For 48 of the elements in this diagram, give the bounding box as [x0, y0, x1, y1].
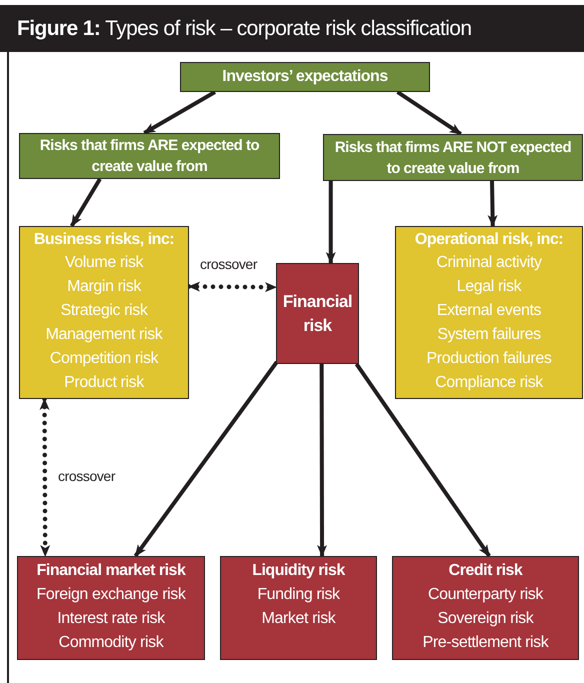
list-item: Volume risk [64, 253, 144, 273]
category-box [395, 226, 583, 399]
category-box [180, 62, 430, 92]
category-box [17, 556, 205, 660]
list-item: Foreign exchange risk [36, 585, 186, 605]
arrow [317, 364, 328, 557]
arrow [326, 181, 336, 264]
list-item: Product risk [64, 373, 144, 393]
arrow [143, 90, 216, 135]
box-heading: Investors’ expectations [222, 67, 388, 87]
arrow [70, 178, 102, 228]
list-item: Legal risk [456, 277, 522, 297]
box-heading: Financial market risk [36, 561, 186, 581]
list-item: External events [436, 301, 542, 321]
category-box [19, 133, 280, 179]
arrow [354, 362, 491, 558]
box-heading: Business risks, inc: [34, 230, 174, 250]
arrow [40, 396, 50, 558]
list-item: Management risk [46, 325, 162, 345]
category-box [19, 226, 189, 399]
box-heading: Credit risk [448, 561, 522, 581]
list-item: Compliance risk [435, 373, 543, 393]
category-box [276, 263, 359, 364]
list-item: Interest rate risk [57, 609, 165, 629]
box-heading: Financial risk [282, 290, 354, 336]
arrow [396, 90, 462, 136]
category-box [392, 556, 579, 660]
category-box [220, 556, 377, 660]
list-item: Pre-settlement risk [422, 633, 548, 653]
category-box [323, 134, 583, 181]
list-item: Criminal activity [436, 253, 542, 273]
list-item: System failures [437, 325, 541, 345]
arrow [488, 180, 498, 227]
list-item: Competition risk [50, 349, 158, 369]
box-heading: Risks that firms ARE NOT expected to create value from [334, 138, 572, 178]
list-item: Sovereign risk [438, 609, 534, 629]
list-item: Production failures [426, 349, 552, 369]
arrow [134, 360, 278, 558]
list-item: Counterparty risk [428, 585, 544, 605]
box-heading: Liquidity risk [252, 561, 345, 581]
list-item: Funding risk [257, 585, 340, 605]
list-item: Market risk [262, 609, 336, 629]
box-heading: Operational risk, inc: [414, 230, 564, 250]
list-item: Commodity risk [58, 633, 164, 653]
figure-title: Figure 1: Types of risk – corporate risk classification [0, 5, 584, 52]
list-item: Strategic risk [60, 301, 148, 321]
box-heading: Risks that firms ARE expected to create value from [38, 136, 260, 177]
list-item: Margin risk [67, 277, 141, 297]
